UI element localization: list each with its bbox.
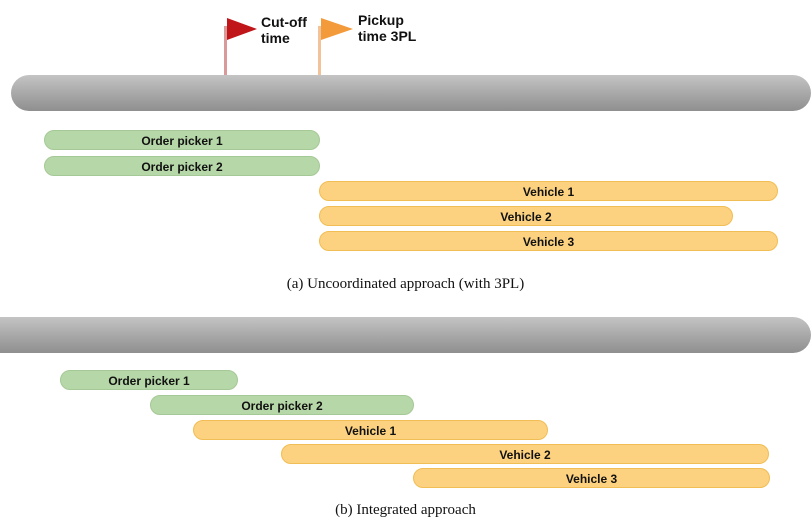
order-picker-1-bar: Order picker 1 bbox=[60, 370, 238, 390]
cutoff-flag-pole bbox=[224, 26, 227, 78]
cutoff-time-label: Cut-off time bbox=[261, 14, 307, 46]
panel-a-caption: (a) Uncoordinated approach (with 3PL) bbox=[286, 276, 525, 292]
order-picker-2-bar: Order picker 2 bbox=[44, 156, 320, 176]
cutoff-flag-icon bbox=[227, 18, 257, 40]
order-picker-1-bar: Order picker 1 bbox=[44, 130, 320, 150]
vehicle-1-bar: Vehicle 1 bbox=[319, 181, 778, 201]
pickup-flag-pole bbox=[318, 26, 321, 78]
vehicle-3-bar: Vehicle 3 bbox=[319, 231, 778, 251]
vehicle-2-bar: Vehicle 2 bbox=[281, 444, 769, 464]
timeline-bar bbox=[0, 317, 811, 353]
vehicle-1-bar: Vehicle 1 bbox=[193, 420, 548, 440]
timeline-bar bbox=[11, 75, 811, 111]
pickup-time-label: Pickup time 3PL bbox=[358, 12, 417, 44]
vehicle-3-bar: Vehicle 3 bbox=[413, 468, 770, 488]
vehicle-2-bar: Vehicle 2 bbox=[319, 206, 733, 226]
panel-b-caption: (b) Integrated approach bbox=[335, 502, 476, 518]
order-picker-2-bar: Order picker 2 bbox=[150, 395, 414, 415]
pickup-flag-icon bbox=[321, 18, 353, 40]
